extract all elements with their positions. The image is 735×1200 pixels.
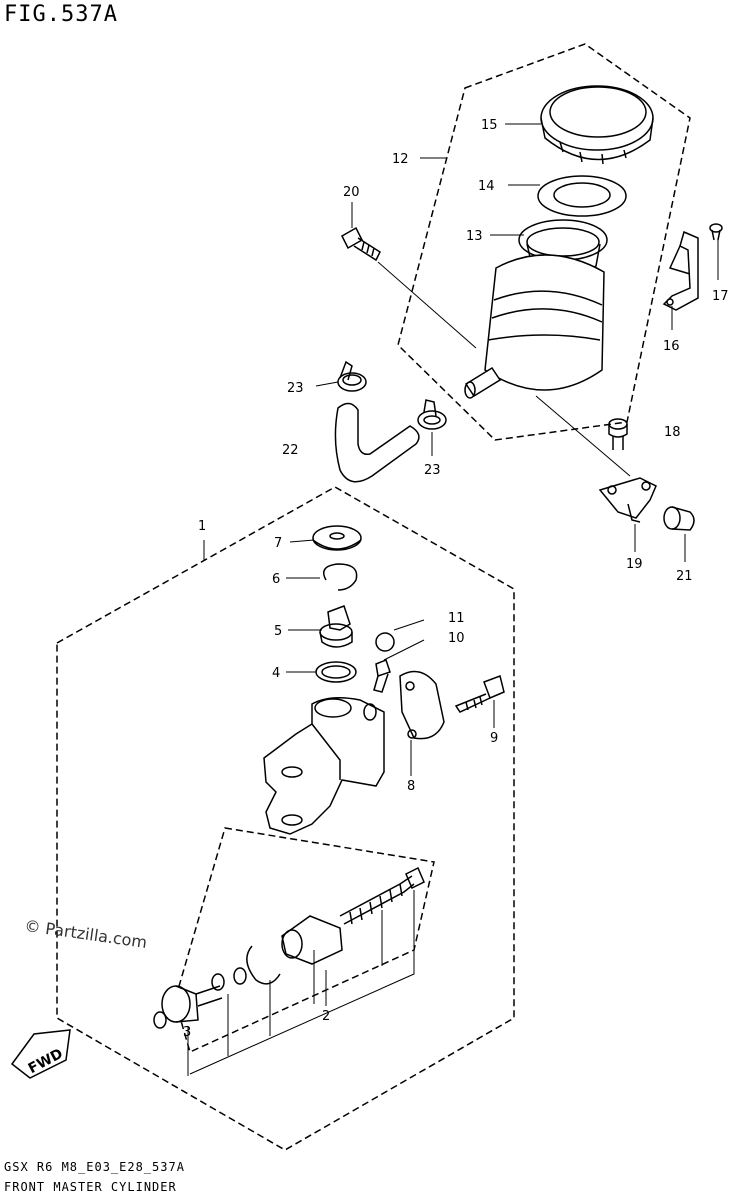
callout-16: 16 (663, 339, 680, 354)
cover (312, 525, 362, 551)
callout-18: 18 (664, 425, 681, 440)
reservoir-hose (334, 402, 420, 483)
callout-23-lower: 23 (424, 463, 441, 478)
reservoir-bolt (341, 226, 381, 262)
reservoir-cap (540, 85, 654, 165)
stay-bolt (608, 418, 628, 450)
figure-title: FIG.537A (4, 2, 118, 27)
reservoir-bracket (662, 230, 699, 311)
callout-22: 22 (282, 443, 299, 458)
callout-23-upper: 23 (287, 381, 304, 396)
callout-21: 21 (676, 569, 693, 584)
piston-assembly (281, 866, 425, 965)
callout-11: 11 (448, 611, 465, 626)
push-rod (153, 967, 247, 1029)
hose-connector (319, 605, 353, 648)
callout-13: 13 (466, 229, 483, 244)
callout-14: 14 (478, 179, 495, 194)
callout-10: 10 (448, 631, 465, 646)
callout-20: 20 (343, 185, 360, 200)
bleeder-valve (373, 659, 391, 693)
callout-8: 8 (407, 779, 415, 794)
circlip-lower (246, 945, 281, 985)
callout-3: 3 (183, 1025, 191, 1040)
bracket-screw (709, 223, 723, 241)
holder (399, 670, 445, 740)
hose-clamp-lower (417, 399, 447, 430)
collar (663, 506, 695, 531)
reservoir-stay (598, 477, 657, 523)
callout-5: 5 (274, 624, 282, 639)
callout-7: 7 (274, 536, 282, 551)
callout-17: 17 (712, 289, 729, 304)
reservoir-tank (464, 254, 605, 399)
footer-name: FRONT MASTER CYLINDER (4, 1180, 177, 1194)
fwd-arrow-icon (10, 1029, 71, 1079)
callout-19: 19 (626, 557, 643, 572)
circlip-upper (323, 563, 358, 591)
holder-bolt (454, 675, 505, 713)
plate (537, 175, 627, 217)
callout-2: 2 (322, 1009, 330, 1024)
o-ring (315, 661, 357, 683)
bleeder-cap (375, 632, 395, 652)
master-cylinder-body (263, 697, 385, 835)
callout-9: 9 (490, 731, 498, 746)
callout-15: 15 (481, 118, 498, 133)
callout-1: 1 (198, 519, 206, 534)
callout-6: 6 (272, 572, 280, 587)
footer-code: GSX R6 M8_E03_E28_537A (4, 1160, 185, 1174)
hose-clamp-upper (337, 360, 367, 392)
callout-12: 12 (392, 152, 409, 167)
leader-lines (187, 123, 719, 1076)
callout-4: 4 (272, 666, 280, 681)
piston-kit-outline (174, 827, 435, 1054)
